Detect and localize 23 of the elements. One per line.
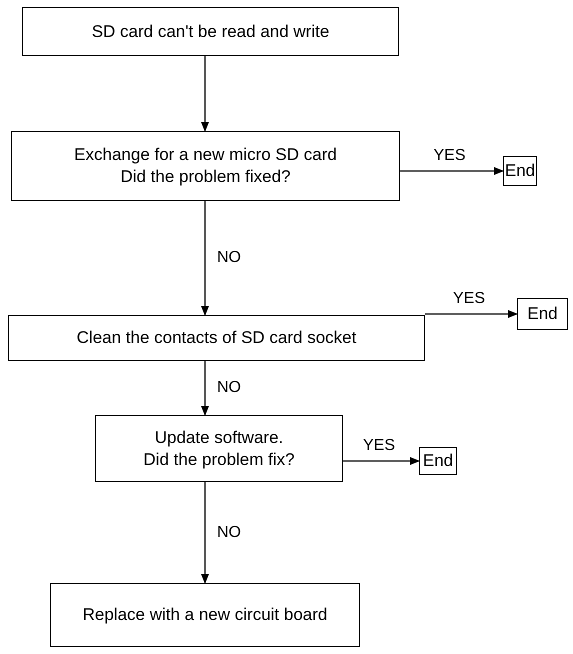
box-text: End bbox=[422, 450, 454, 472]
box-text: SD card can't be read and write bbox=[92, 20, 330, 42]
box-text: End bbox=[527, 303, 558, 325]
end-box bbox=[517, 298, 568, 330]
process-box bbox=[95, 415, 343, 482]
process-box bbox=[8, 315, 425, 361]
box-text: Replace with a new circuit board bbox=[82, 604, 328, 626]
process-box bbox=[22, 7, 399, 56]
arrow bbox=[201, 361, 209, 416]
process-box bbox=[11, 131, 400, 201]
arrow bbox=[400, 167, 504, 175]
arrow bbox=[425, 310, 518, 318]
box-text: Did the problem fix? bbox=[143, 448, 295, 470]
arrow bbox=[201, 201, 209, 316]
arrow bbox=[201, 482, 209, 584]
box-text: Clean the contacts of SD card socket bbox=[76, 327, 356, 349]
arrow bbox=[201, 56, 209, 132]
process-box bbox=[50, 583, 360, 647]
arrow bbox=[343, 457, 420, 465]
box-text: Did the problem fixed? bbox=[120, 166, 291, 188]
box-text: End bbox=[504, 160, 536, 182]
box-text: Update software. bbox=[154, 426, 284, 448]
box-text: Exchange for a new micro SD card bbox=[74, 144, 337, 166]
